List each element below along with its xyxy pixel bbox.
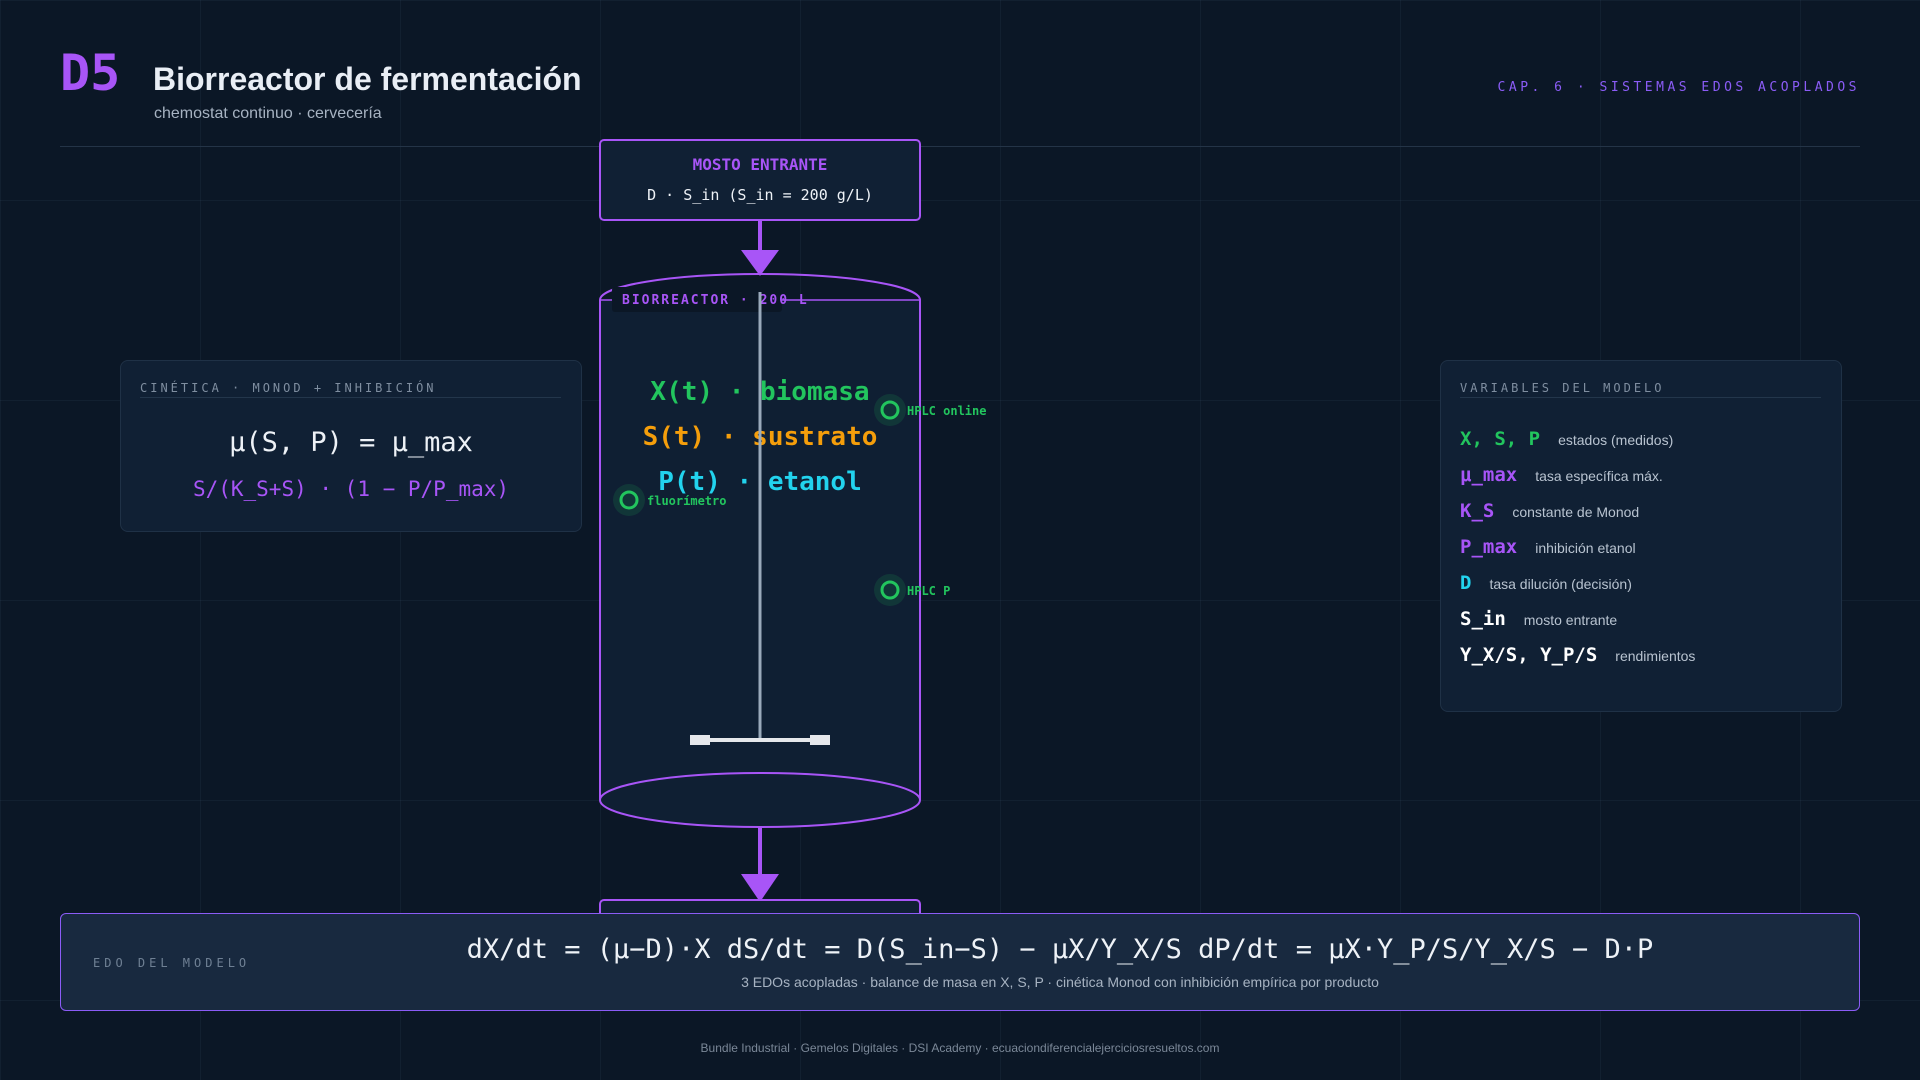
variables-panel: VARIABLES DEL MODELO X, S, P estados (me… bbox=[1440, 360, 1842, 712]
variables-label: VARIABLES DEL MODELO bbox=[1460, 381, 1665, 395]
sensor-halo bbox=[874, 574, 906, 606]
variable-description: tasa dilución (decisión) bbox=[1489, 576, 1632, 592]
variable-row: S_in mosto entrante bbox=[1460, 608, 1617, 630]
sensor-label: fluorímetro bbox=[647, 494, 726, 508]
model-equation-bar: EDO DEL MODELO dX/dt = (μ−D)·X dS/dt = D… bbox=[60, 913, 1860, 1011]
variable-symbol: μ_max bbox=[1460, 464, 1518, 486]
inflow-box bbox=[599, 139, 921, 221]
sensor-label: HPLC online bbox=[907, 404, 986, 418]
kinetics-formula-line1: μ(S, P) = μ_max bbox=[229, 427, 473, 458]
variables-divider bbox=[1460, 397, 1821, 398]
reactor-label-background bbox=[612, 287, 782, 312]
equation-label: EDO DEL MODELO bbox=[93, 956, 251, 970]
variable-description: tasa específica máx. bbox=[1535, 468, 1663, 484]
kinetics-divider bbox=[140, 397, 561, 398]
outflow-arrow-head bbox=[741, 874, 779, 902]
variable-symbol: Y_X/S, Y_P/S bbox=[1460, 644, 1598, 666]
variable-row: X, S, P estados (medidos) bbox=[1460, 428, 1673, 450]
page-subtitle: chemostat continuo · cervecería bbox=[154, 105, 382, 122]
variable-row: D tasa dilución (decisión) bbox=[1460, 572, 1632, 594]
sensor-hplc-online: HPLC online bbox=[874, 394, 986, 426]
variable-description: constante de Monod bbox=[1512, 504, 1640, 520]
chapter-label: CAP. 6 · SISTEMAS EDOS ACOPLADOS bbox=[1497, 80, 1860, 95]
kinetics-label: CINÉTICA · MONOD + INHIBICIÓN bbox=[140, 381, 437, 395]
equation-subtitle: 3 EDOs acopladas · balance de masa en X,… bbox=[741, 974, 1379, 990]
reactor-bottom-ellipse bbox=[599, 772, 921, 828]
page-title: Biorreactor de fermentación bbox=[153, 61, 582, 97]
sensor-hplc-p: HPLC P bbox=[874, 574, 950, 606]
variable-symbol: D bbox=[1460, 572, 1472, 594]
sensor-icon bbox=[880, 580, 900, 600]
sensor-label: HPLC P bbox=[907, 584, 950, 598]
impeller-blade-right bbox=[810, 735, 830, 745]
variable-description: inhibición etanol bbox=[1535, 540, 1636, 556]
variable-symbol: P_max bbox=[1460, 536, 1518, 558]
variable-description: estados (medidos) bbox=[1558, 432, 1674, 448]
inflow-detail: D · S_in (S_in = 200 g/L) bbox=[647, 186, 873, 204]
variable-symbol: X, S, P bbox=[1460, 428, 1541, 450]
variable-row: Y_X/S, Y_P/S rendimientos bbox=[1460, 644, 1695, 666]
inflow-arrow-head bbox=[741, 250, 779, 276]
sensor-halo bbox=[874, 394, 906, 426]
sensor-icon bbox=[619, 490, 639, 510]
equation-main: dX/dt = (μ−D)·X dS/dt = D(S_in−S) − μX/Y… bbox=[466, 934, 1654, 965]
variable-description: mosto entrante bbox=[1523, 612, 1618, 628]
variable-description: rendimientos bbox=[1615, 648, 1696, 664]
variable-row: K_S constante de Monod bbox=[1460, 500, 1639, 522]
footer-credits: Bundle Industrial · Gemelos Digitales · … bbox=[700, 1041, 1220, 1055]
chapter-code: D5 bbox=[60, 44, 121, 102]
inflow-title: MOSTO ENTRANTE bbox=[693, 155, 828, 174]
variable-row: P_max inhibición etanol bbox=[1460, 536, 1636, 558]
reactor-label: BIORREACTOR · 200 L bbox=[622, 293, 809, 308]
sensor-fluorimeter: fluorímetro bbox=[613, 484, 726, 516]
kinetics-formula-line2: S/(K_S+S) · (1 − P/P_max) bbox=[192, 477, 510, 501]
variable-symbol: K_S bbox=[1460, 500, 1495, 522]
impeller-blade-left bbox=[690, 735, 710, 745]
sensor-halo bbox=[613, 484, 645, 516]
sensor-icon bbox=[880, 400, 900, 420]
header-divider bbox=[60, 146, 1860, 147]
variable-row: μ_max tasa específica máx. bbox=[1460, 464, 1663, 486]
variable-symbol: S_in bbox=[1460, 608, 1506, 630]
kinetics-panel: CINÉTICA · MONOD + INHIBICIÓN μ(S, P) = … bbox=[120, 360, 582, 532]
